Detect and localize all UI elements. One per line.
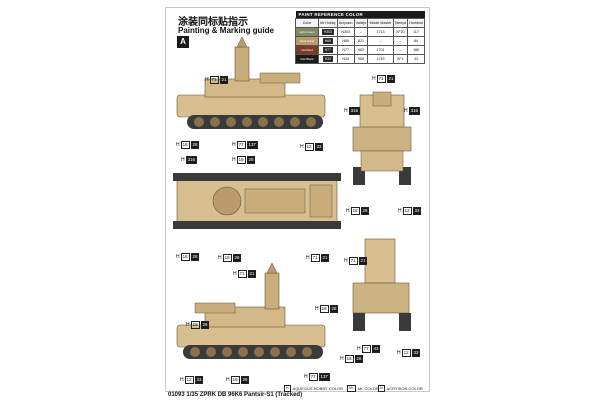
acrysion-code: N33 — [336, 54, 355, 64]
paint-row: Hull Red H77 N77 983 1701 – 186 — [295, 45, 425, 55]
top-view — [173, 173, 341, 229]
footer-caption: 01093 1/35 ZPRK DB 96K6 Pantsir-S1 (Trac… — [168, 392, 303, 398]
color-swatch: Flat Black — [295, 54, 319, 64]
paint-reference-heading: PAINT REFERENCE COLOR — [295, 11, 425, 19]
title-chinese: 涂装同标贴指示 — [178, 17, 248, 28]
section-badge: A — [177, 36, 189, 48]
legend-mr-color: Mr.Mr. COLOR — [347, 385, 379, 392]
paint-row: Flat Black H33 N33 950 1749 XF1 33 — [295, 54, 425, 64]
vehicle-drawings — [173, 36, 412, 359]
humbrol-code: 33 — [407, 54, 425, 64]
side-view-left-upper — [176, 36, 326, 129]
paint-reference-table: PAINT REFERENCE COLOR Color Mr.Hobby Acr… — [295, 11, 425, 64]
model-master-code: 1749 — [367, 54, 394, 64]
title-english: Painting & Marking guide — [178, 26, 275, 35]
side-view-right-lower — [176, 262, 326, 359]
rear-view — [352, 238, 411, 331]
front-view — [352, 91, 412, 185]
